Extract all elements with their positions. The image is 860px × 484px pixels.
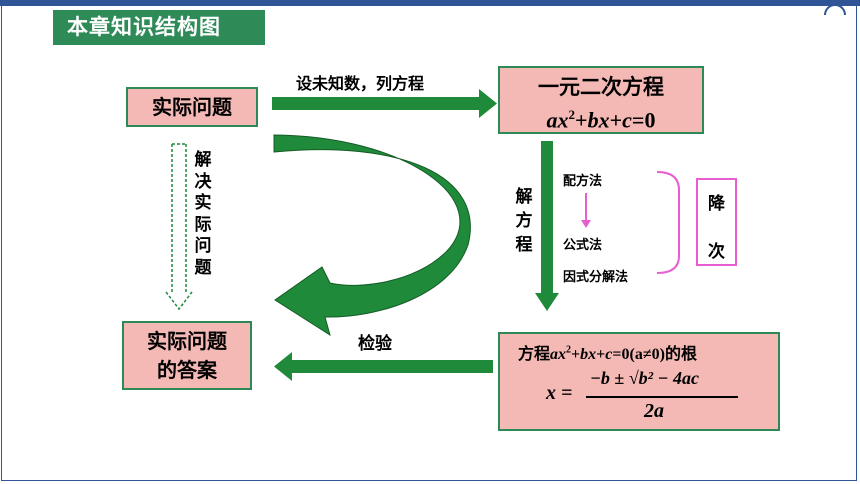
formula-lhs: x =: [546, 382, 573, 404]
arrow-check: [274, 352, 493, 381]
node-actual-problem-label: 实际问题: [152, 95, 232, 119]
edge-label-solve-real-problem: 解 决 实 际 问 题: [194, 150, 212, 278]
dashed-arrow-solve-real: [165, 143, 193, 311]
formula-numerator: −b ± √b² − 4ac: [590, 368, 699, 388]
edge-label-check: 检验: [358, 334, 392, 354]
reduce-bracket: [656, 171, 680, 274]
method-completing-square: 配方法: [563, 174, 603, 189]
node-actual-problem: 实际问题: [126, 87, 258, 127]
node-quadratic-equation-title: 一元二次方程: [538, 74, 664, 99]
method-factoring: 因式分解法: [563, 270, 629, 285]
node-actual-answer-line1: 实际问题: [147, 329, 227, 353]
arrow-solve-equation: [535, 141, 559, 311]
edge-label-set-unknown: 设未知数，列方程: [296, 74, 425, 93]
corner-decoration: [824, 4, 846, 15]
method-arrow: [581, 193, 591, 228]
formula-fraction-bar: [586, 396, 738, 398]
node-roots-label: 方程ax2+bx+c=0(a≠0)的根: [518, 344, 697, 363]
node-actual-answer-line2: 的答案: [157, 358, 217, 382]
top-bar: [0, 0, 860, 6]
slide-title: 本章知识结构图: [53, 10, 265, 45]
arrow-to-equation: [272, 89, 497, 118]
method-formula: 公式法: [563, 238, 603, 253]
edge-label-solve-equation: 解 方 程: [515, 187, 533, 255]
node-actual-answer: 实际问题 的答案: [122, 321, 252, 390]
reduce-degree-box: 降 次: [696, 178, 737, 266]
formula-denominator: 2a: [644, 400, 664, 422]
curved-arrow: [273, 134, 471, 337]
node-roots: 方程ax2+bx+c=0(a≠0)的根 x = −b ± √b² − 4ac 2…: [498, 332, 780, 431]
node-quadratic-equation: 一元二次方程 ax2+bx+c=0: [498, 66, 704, 134]
node-quadratic-equation-formula: ax2+bx+c=0: [546, 107, 656, 133]
